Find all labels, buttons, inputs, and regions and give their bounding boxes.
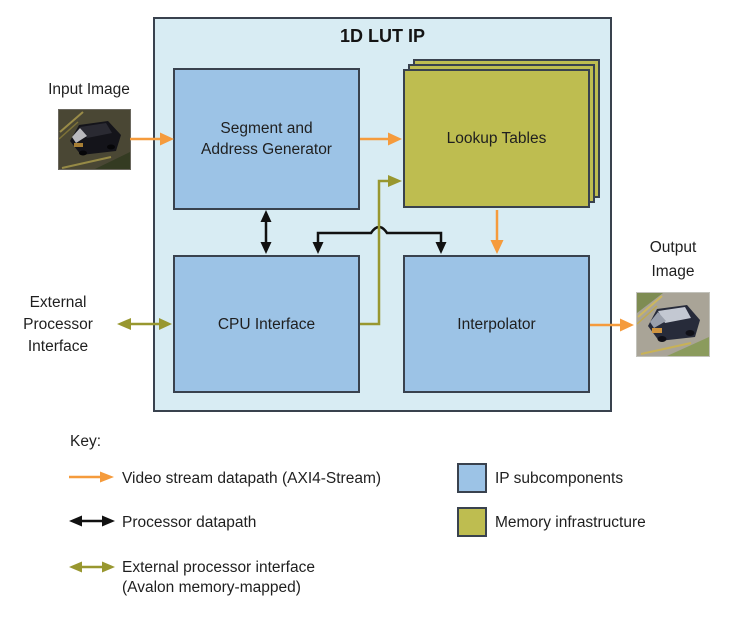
label-line: (Avalon memory-mapped) [122, 579, 301, 596]
block-label-line: Lookup Tables [446, 129, 547, 147]
label-line: Processor [23, 316, 93, 333]
label-line: External processor interface [122, 559, 315, 576]
external-processor-arrow-icon [69, 561, 115, 573]
block-segment-address-generator: Segment and Address Generator [173, 68, 360, 210]
output-image-label: Output Image [634, 236, 712, 284]
block-label-line: Interpolator [457, 315, 536, 333]
key-label-external-processor: External processor interface (Avalon mem… [122, 558, 315, 598]
label-line: External [29, 294, 87, 311]
label-line: Interface [27, 338, 89, 355]
label-line: Output [649, 239, 697, 256]
input-image-label: Input Image [48, 81, 130, 98]
input-image-photo [58, 109, 131, 170]
block-interpolator: Interpolator [403, 255, 590, 393]
block-cpu-interface: CPU Interface [173, 255, 360, 393]
output-image-photo [636, 292, 710, 357]
video-stream-arrow-icon [69, 471, 114, 483]
block-label-line: Segment and [220, 120, 313, 137]
block-label-line: CPU Interface [217, 315, 316, 333]
block-label-line: Address Generator [201, 141, 332, 158]
ip-subcomponents-swatch [457, 463, 487, 493]
key-label-video-stream: Video stream datapath (AXI4-Stream) [122, 470, 382, 487]
key-label-memory-infrastructure: Memory infrastructure [495, 514, 646, 531]
diagram-title: 1D LUT IP [339, 26, 425, 46]
block-lookup-tables: Lookup Tables [403, 69, 590, 208]
key-label-processor-datapath: Processor datapath [122, 514, 257, 531]
external-processor-interface-label: External Processor Interface [2, 292, 114, 358]
key-label-ip-subcomponents: IP subcomponents [495, 470, 624, 487]
label-line: Image [651, 263, 695, 280]
processor-datapath-arrow-icon [69, 515, 115, 527]
memory-infrastructure-swatch [457, 507, 487, 537]
key-title: Key: [70, 433, 102, 450]
